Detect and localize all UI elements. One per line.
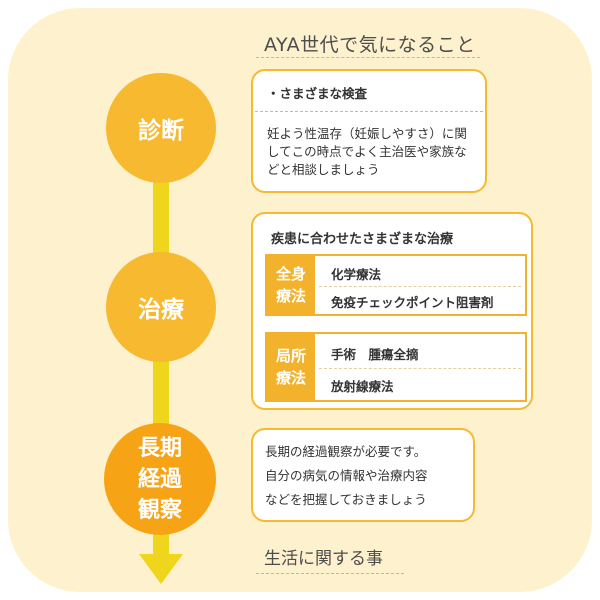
timeline-arrow-icon: [139, 554, 183, 584]
treatment-heading: 疾患に合わせたさまざまな治療: [271, 232, 454, 247]
stage-diagnosis-circle: 診断: [106, 73, 216, 183]
footer-underline: [256, 573, 404, 574]
treatment-item: 化学療法: [331, 267, 382, 282]
followup-box: 長期の経過観察が必要です。 自分の病気の情報や治療内容 などを把握しておきましょ…: [251, 428, 475, 522]
followup-line: 長期の経過観察が必要です。: [265, 444, 427, 459]
followup-line: などを把握しておきましょう: [265, 492, 427, 507]
item-divider: [319, 286, 521, 287]
diagnosis-divider: [255, 111, 483, 112]
followup-line: 自分の病気の情報や治療内容: [265, 468, 428, 483]
diagram-title: AYA世代で気になること: [264, 34, 476, 56]
diagnosis-box: ・さまざまな検査 妊よう性温存（妊娠しやすさ）に関してこの時点でよく主治医や家族…: [251, 69, 487, 193]
item-divider: [319, 368, 521, 369]
stage-treatment-circle: 治療: [106, 252, 216, 362]
stage-followup-circle: 長期 経過 観察: [104, 423, 216, 535]
diagram-panel: AYA世代で気になること 診断 治療 長期 経過 観察 ・さまざまな検査 妊よう…: [8, 8, 592, 592]
diagnosis-heading: ・さまざまな検査: [267, 86, 368, 101]
diagnosis-body: 妊よう性温存（妊娠しやすさ）に関してこの時点でよく主治医や家族などと相談しましょ…: [267, 126, 467, 177]
followup-body: 長期の経過観察が必要です。 自分の病気の情報や治療内容 などを把握しておきましょ…: [265, 440, 428, 512]
systemic-therapy-group: 全身 療法 化学療法 免疫チェックポイント阻害剤: [265, 254, 527, 316]
treatment-item: 免疫チェックポイント阻害剤: [331, 295, 494, 310]
treatment-box: 疾患に合わせたさまざまな治療 全身 療法 化学療法 免疫チェックポイント阻害剤 …: [251, 212, 533, 410]
local-therapy-group: 局所 療法 手術 腫瘍全摘 放射線療法: [265, 332, 527, 402]
title-underline: [256, 57, 480, 58]
treatment-item: 放射線療法: [331, 379, 394, 394]
treatment-item: 手術 腫瘍全摘: [331, 347, 419, 362]
footer-label: 生活に関する事: [264, 549, 383, 569]
systemic-therapy-label: 全身 療法: [267, 256, 315, 314]
local-therapy-label: 局所 療法: [267, 334, 315, 400]
